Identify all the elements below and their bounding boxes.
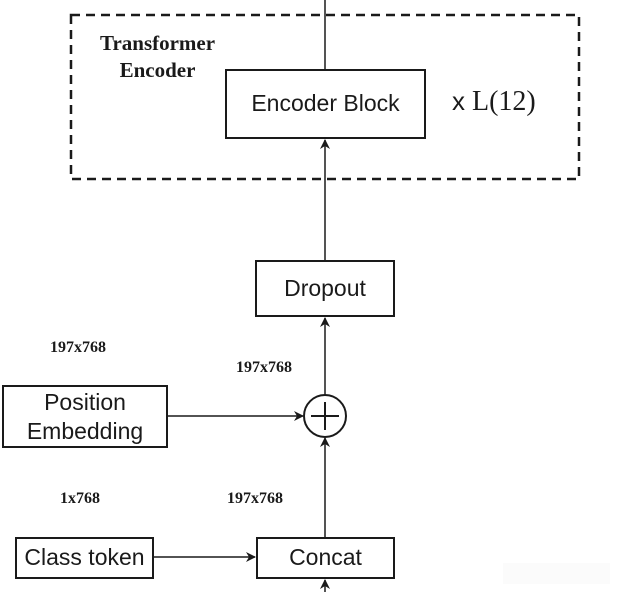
position-embedding-label-line2: Embedding [26, 417, 144, 444]
dimension-class-token: 1x768 [60, 490, 100, 507]
add-node [303, 394, 347, 438]
transformer-encoder-container [69, 13, 581, 181]
position-embedding-label-line1: Position [44, 389, 126, 416]
container-title-line2: Encoder [119, 58, 196, 83]
repeat-multiplier: x [452, 86, 465, 116]
dropout-label: Dropout [284, 274, 366, 301]
dimension-add-input: 197x768 [236, 359, 292, 376]
repeat-count-label: x L(12) [452, 86, 536, 118]
repeat-value: L(12) [472, 86, 536, 117]
container-title-line1: Transformer [100, 31, 216, 55]
concat-label: Concat [289, 544, 362, 571]
dimension-position-embedding: 197x768 [50, 339, 106, 356]
encoder-block-label: Encoder Block [251, 90, 400, 117]
faint-background-patch [503, 563, 610, 584]
encoder-block-node: Encoder Block [225, 69, 426, 139]
container-title: Transformer Encoder [100, 30, 215, 85]
dropout-node: Dropout [255, 260, 395, 317]
class-token-node: Class token [15, 537, 154, 579]
class-token-label: Class token [24, 544, 145, 571]
position-embedding-node: Position Embedding [2, 385, 168, 448]
concat-node: Concat [256, 537, 395, 579]
dimension-concat-output: 197x768 [227, 490, 283, 507]
